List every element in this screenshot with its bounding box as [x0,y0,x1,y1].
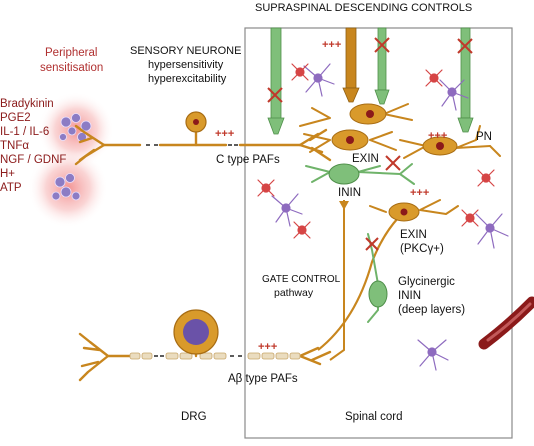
blood-vessel-highlight [486,302,532,342]
microglia-6 [477,169,495,187]
ab-type-plus: +++ [258,341,277,353]
descending-brown [345,27,357,89]
c-type-plus: +++ [215,128,234,140]
mediator-h: H+ [0,168,15,180]
pn-plus: +++ [428,130,447,142]
ab-type-label: Aβ type PAFs [228,373,298,385]
mediator-ngf-gdnf: NGF / GDNF [0,154,66,166]
mediator-list: Bradykinin PGE2 IL-1 / IL-6 TNFα NGF / G… [0,98,66,194]
mediator-particles [51,113,92,201]
inin-dendrites [305,163,415,185]
peripheral-label-2: sensitisation [40,62,103,74]
sensory-hyperexcitability: hyperexcitability [148,73,227,85]
descending-plus: +++ [322,39,341,51]
astrocyte-4 [475,213,509,249]
spinal-cord-label: Spinal cord [345,411,403,423]
peripheral-label-1: Peripheral [45,47,97,59]
ab-ascending-branch [317,217,399,351]
descending-green-2-terminal [374,89,390,105]
exin-1-cross-icon [385,155,401,171]
ab-type-soma-nucleus [183,319,209,345]
mediator-atp: ATP [0,182,22,194]
c-type-fibre [74,124,332,166]
gate-control-axon [329,200,345,361]
microglia-3 [257,179,275,197]
glycinergic-label-3: (deep layers) [398,304,465,316]
descending-green-1 [270,27,282,121]
astrocyte-1 [303,63,335,97]
descending-green-2-cross-icon [374,37,390,53]
glia-cells [257,63,509,371]
glycinergic-label-2: ININ [398,290,421,302]
microglia-4 [293,221,311,239]
c-type-soma-nucleus [193,119,199,125]
glycinergic-cross-icon [365,237,379,251]
descending-green-1-cross-icon [267,87,283,103]
inin-soma [328,163,360,185]
exin-2-plus: +++ [410,187,429,199]
descending-green-2 [377,27,387,91]
pn-soma-3-nucleus [436,142,444,150]
astrocyte-5 [417,339,449,371]
sensory-hypersensitivity: hypersensitivity [148,59,224,71]
microglia-1 [291,63,309,81]
exin-2-nucleus [400,208,408,216]
descending-brown-terminal [342,87,360,103]
exin-2-dendrites [369,199,459,215]
microglia-2 [425,69,443,87]
pn-soma-2-nucleus [346,136,354,144]
pn-soma-1-nucleus [366,110,374,118]
astrocyte-2 [439,79,469,111]
inin-label: ININ [338,187,361,199]
descending-green-1-terminal [267,117,285,135]
supraspinal-title: SUPRASPINAL DESCENDING CONTROLS [255,2,472,14]
pn-dendrites [299,103,501,159]
mediator-bradykinin: Bradykinin [0,98,54,110]
gate-control-label-1: GATE CONTROL [262,274,341,285]
exin-1-label: EXIN [352,153,379,165]
astrocyte-3 [271,193,303,227]
exin-2-label-1: EXIN [400,229,427,241]
gate-control-arrowhead [339,201,349,210]
gate-control-label-2: pathway [274,287,314,299]
descending-green-3-terminal [457,117,474,133]
descending-green-3-cross-icon [457,38,473,54]
mediator-il: IL-1 / IL-6 [0,126,49,138]
pn-label: PN [476,131,492,143]
microglia-5 [461,209,479,227]
mediator-pge2: PGE2 [0,112,31,124]
drg-label: DRG [181,411,207,423]
mediator-tnf: TNFα [0,140,29,152]
exin-2-label-2: (PKCγ+) [400,243,444,255]
glycinergic-label-1: Glycinergic [398,276,455,288]
glycinergic-inin-soma [368,280,388,308]
ab-type-myelin [129,352,301,360]
sensory-neurone-title: SENSORY NEURONE [130,45,241,57]
c-type-label: C type PAFs [216,154,280,166]
